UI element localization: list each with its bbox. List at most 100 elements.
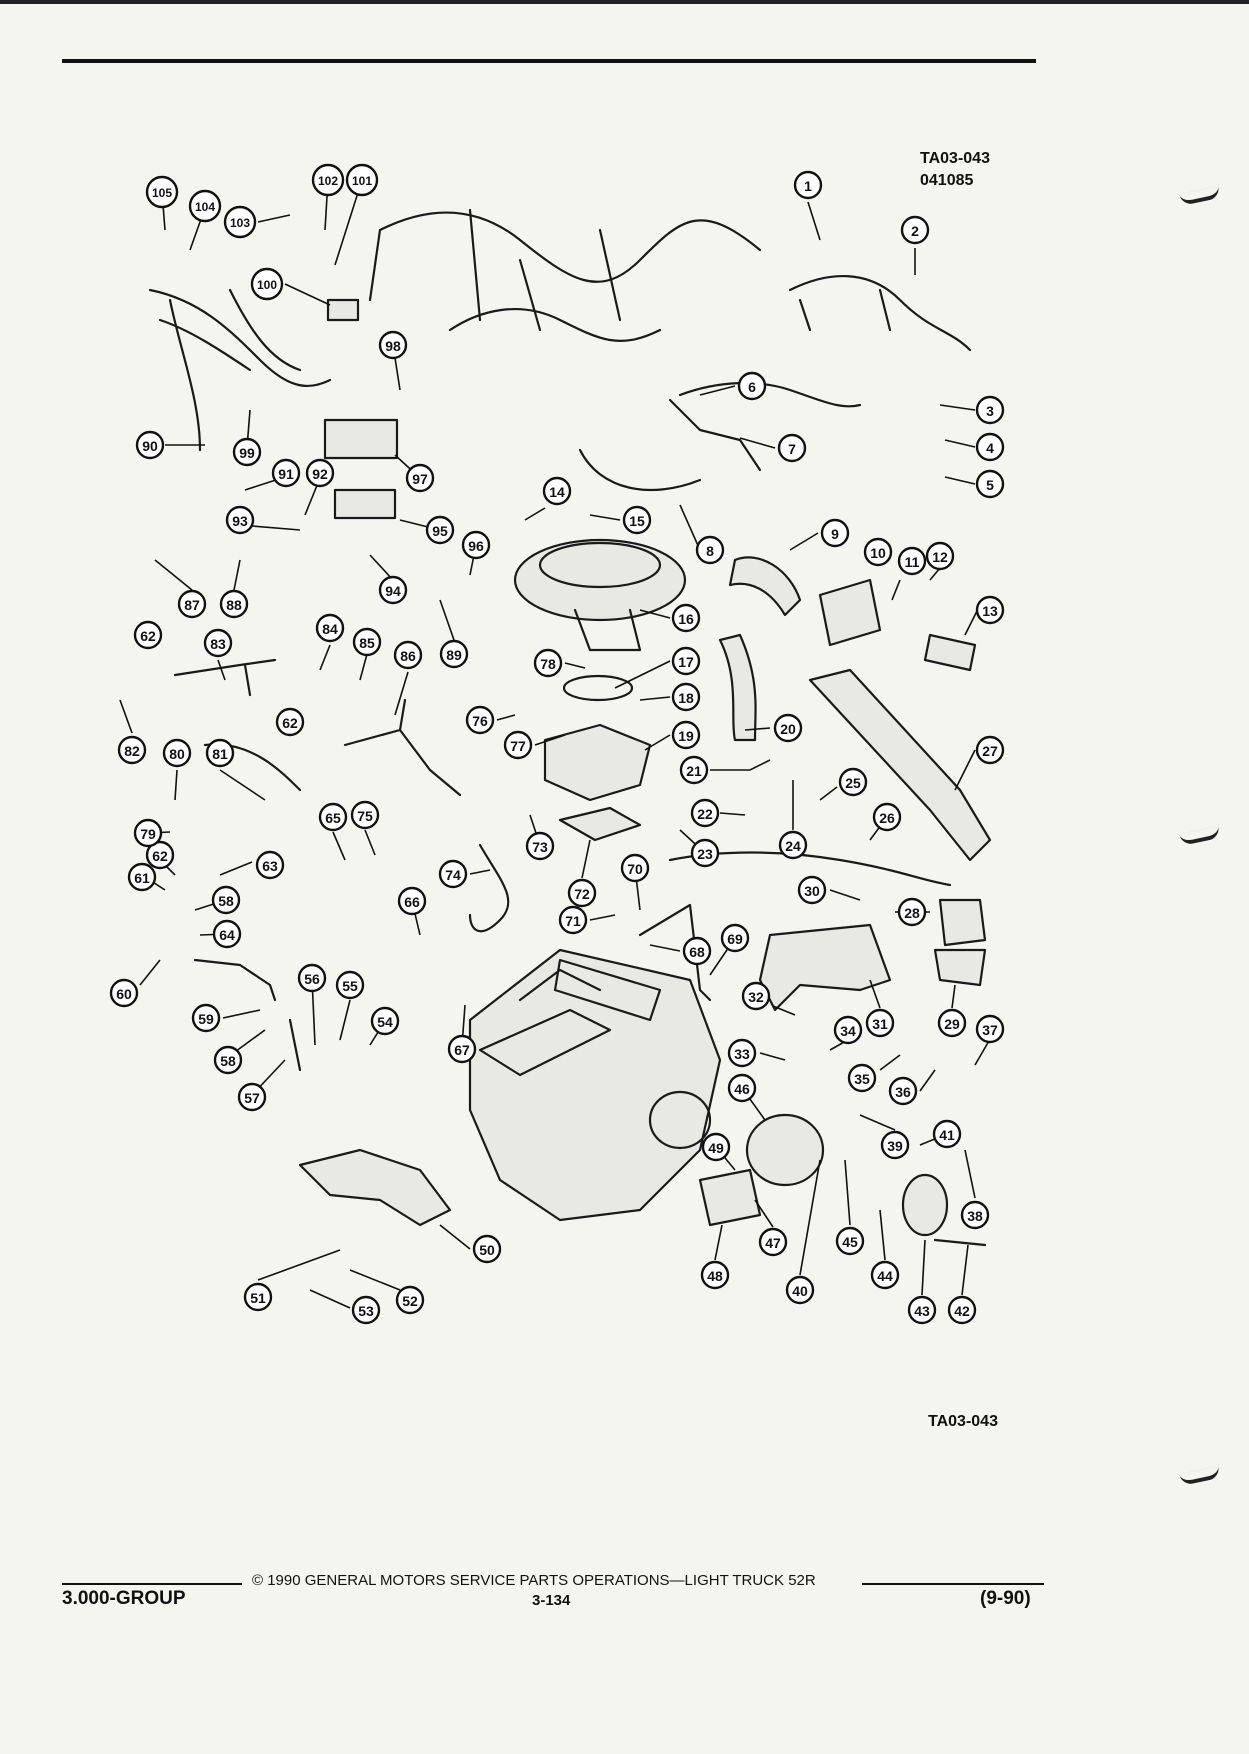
- callout-74: 74: [438, 859, 468, 889]
- callout-circle: [741, 981, 771, 1011]
- callout-circle: [232, 437, 262, 467]
- callout-number: 49: [708, 1140, 724, 1156]
- callout-62: 62: [133, 620, 163, 650]
- callout-22: 22: [690, 798, 720, 828]
- callout-number: 68: [689, 944, 705, 960]
- leader-87: [154, 559, 193, 591]
- callout-number: 17: [678, 654, 694, 670]
- callout-32: 32: [741, 981, 771, 1011]
- footer-date: (9-90): [980, 1588, 1031, 1609]
- callout-55: 55: [335, 970, 365, 1000]
- ecm-95: [333, 488, 397, 520]
- callout-64: 64: [212, 919, 242, 949]
- callout-circle: [671, 646, 701, 676]
- callout-102: 102: [311, 163, 345, 197]
- callout-number: 50: [479, 1242, 495, 1258]
- callout-number: 60: [116, 986, 132, 1002]
- callout-91: 91: [271, 458, 301, 488]
- tube-59: [193, 958, 277, 1002]
- callout-circle: [223, 205, 257, 239]
- callout-number: 86: [400, 648, 416, 664]
- hose-74: [468, 843, 510, 933]
- callout-56: 56: [297, 963, 327, 993]
- callout-number: 52: [402, 1293, 418, 1309]
- leader-35: [879, 1054, 901, 1071]
- callout-circle: [225, 505, 255, 535]
- callout-circle: [393, 640, 423, 670]
- callout-23: 23: [690, 838, 720, 868]
- leader-53: [309, 1289, 351, 1309]
- callout-46: 46: [727, 1073, 757, 1103]
- leader-29: [951, 984, 956, 1009]
- callout-number: 21: [686, 763, 702, 779]
- callout-85: 85: [352, 627, 382, 657]
- callout-number: 102: [318, 174, 338, 188]
- leader-27: [954, 749, 976, 791]
- callout-number: 81: [212, 746, 228, 762]
- callout-19: 19: [671, 720, 701, 750]
- callout-number: 79: [140, 826, 156, 842]
- callout-number: 101: [352, 174, 372, 188]
- callout-27: 27: [975, 735, 1005, 765]
- callout-circle: [133, 620, 163, 650]
- leader-75: [364, 829, 376, 856]
- leader-88: [233, 559, 241, 591]
- leader-40: [799, 1159, 821, 1276]
- callout-83: 83: [203, 628, 233, 658]
- leader-59: [222, 1009, 261, 1019]
- callout-circle: [870, 1260, 900, 1290]
- callout-73: 73: [525, 831, 555, 861]
- callout-number: 96: [468, 538, 484, 554]
- callout-number: 18: [678, 690, 694, 706]
- callout-circle: [275, 707, 305, 737]
- callout-number: 20: [780, 721, 796, 737]
- callout-circle: [727, 1073, 757, 1103]
- callout-number: 19: [678, 728, 694, 744]
- callout-75: 75: [350, 800, 380, 830]
- callout-number: 25: [845, 775, 861, 791]
- callout-29: 29: [937, 1008, 967, 1038]
- callout-61: 61: [127, 862, 157, 892]
- callout-number: 11: [905, 554, 920, 570]
- callout-3: 3: [975, 395, 1005, 425]
- callout-circle: [305, 458, 335, 488]
- callout-number: 47: [765, 1235, 781, 1251]
- callout-97: 97: [405, 463, 435, 493]
- callout-circle: [777, 433, 807, 463]
- callout-78: 78: [533, 648, 563, 678]
- callout-67: 67: [447, 1034, 477, 1064]
- callout-48: 48: [700, 1260, 730, 1290]
- callout-number: 62: [282, 715, 298, 731]
- callout-63: 63: [255, 850, 285, 880]
- callout-circle: [162, 738, 192, 768]
- callout-37: 37: [975, 1014, 1005, 1044]
- leader-22: [719, 812, 746, 816]
- callout-103: 103: [223, 205, 257, 239]
- leader-19: [644, 734, 671, 751]
- callout-circle: [720, 923, 750, 953]
- intake-manifold: [553, 958, 662, 1022]
- callout-20: 20: [773, 713, 803, 743]
- leader-78: [564, 662, 586, 669]
- callout-circle: [690, 798, 720, 828]
- callout-number: 93: [232, 513, 248, 529]
- air-cleaner-snorkel: [573, 608, 642, 652]
- callout-30: 30: [797, 875, 827, 905]
- callout-number: 10: [870, 545, 886, 561]
- callout-70: 70: [620, 853, 650, 883]
- duct-27: [808, 668, 992, 862]
- callout-71: 71: [558, 905, 588, 935]
- callout-circle: [797, 875, 827, 905]
- callout-number: 37: [982, 1022, 998, 1038]
- leader-48: [714, 1224, 723, 1261]
- callout-circle: [472, 1234, 502, 1264]
- callout-circle: [397, 886, 427, 916]
- callout-circle: [727, 1038, 757, 1068]
- callout-number: 65: [325, 810, 341, 826]
- callout-number: 32: [748, 989, 764, 1005]
- callout-43: 43: [907, 1295, 937, 1325]
- callout-circle: [378, 575, 408, 605]
- vacuum-harness: [678, 381, 862, 408]
- leader-4: [944, 439, 976, 448]
- exhaust-manifold-50: [298, 1148, 452, 1227]
